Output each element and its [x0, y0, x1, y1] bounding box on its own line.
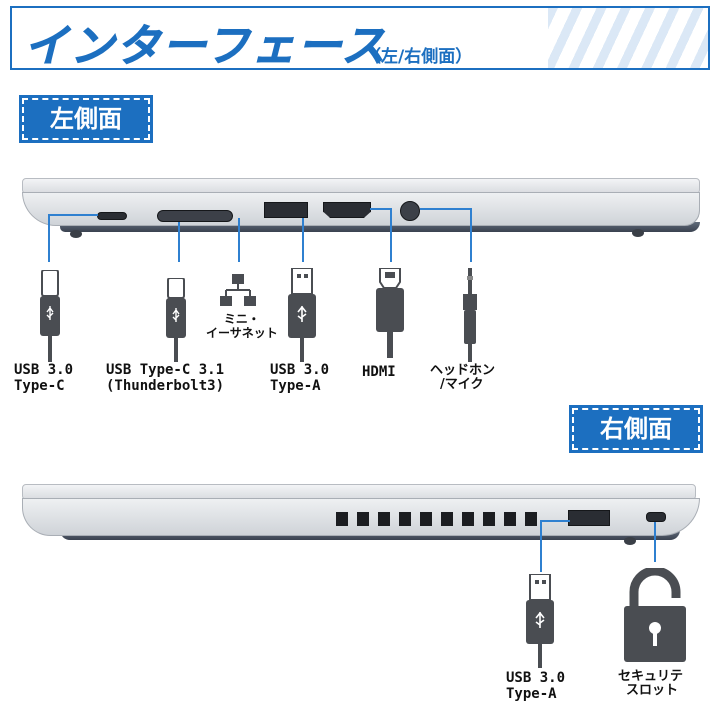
- usb-c-cable-icon: [40, 270, 60, 362]
- hdmi-cable-icon: [376, 268, 404, 358]
- label-security-slot: セキュリテスロット: [618, 669, 684, 698]
- usb-a-cable-icon: [288, 268, 316, 362]
- usb-a-cable-icon: [526, 574, 554, 668]
- security-slot: [646, 512, 666, 522]
- padlock-icon: [624, 568, 686, 662]
- label-hdmi: HDMI: [362, 364, 396, 380]
- page-title: インターフェース: [23, 21, 388, 70]
- thunderbolt-port: [157, 210, 233, 222]
- label-mini-ethernet: ミニ・イーサネット: [206, 312, 278, 340]
- audio-port: [400, 201, 420, 221]
- audio-jack-icon: [463, 268, 477, 362]
- title-stripes: [548, 8, 708, 68]
- right-side-badge: 右側面: [572, 408, 700, 450]
- label-headphone-mic: ヘッドホン/マイク: [430, 363, 496, 392]
- usb-c-port: [97, 212, 127, 220]
- title-banner: インターフェース （左/右側面）: [10, 6, 710, 70]
- left-side-badge: 左側面: [22, 98, 150, 140]
- page-subtitle: （左/右側面）: [364, 47, 473, 67]
- label-usb-typec31: USB Type-C 3.1(Thunderbolt3): [106, 362, 225, 394]
- network-icon: [220, 274, 256, 306]
- usb-a-port-right: [568, 510, 610, 526]
- hdmi-port: [323, 202, 371, 218]
- usb-a-port: [264, 202, 308, 218]
- usb-c-cable-icon: [166, 278, 186, 362]
